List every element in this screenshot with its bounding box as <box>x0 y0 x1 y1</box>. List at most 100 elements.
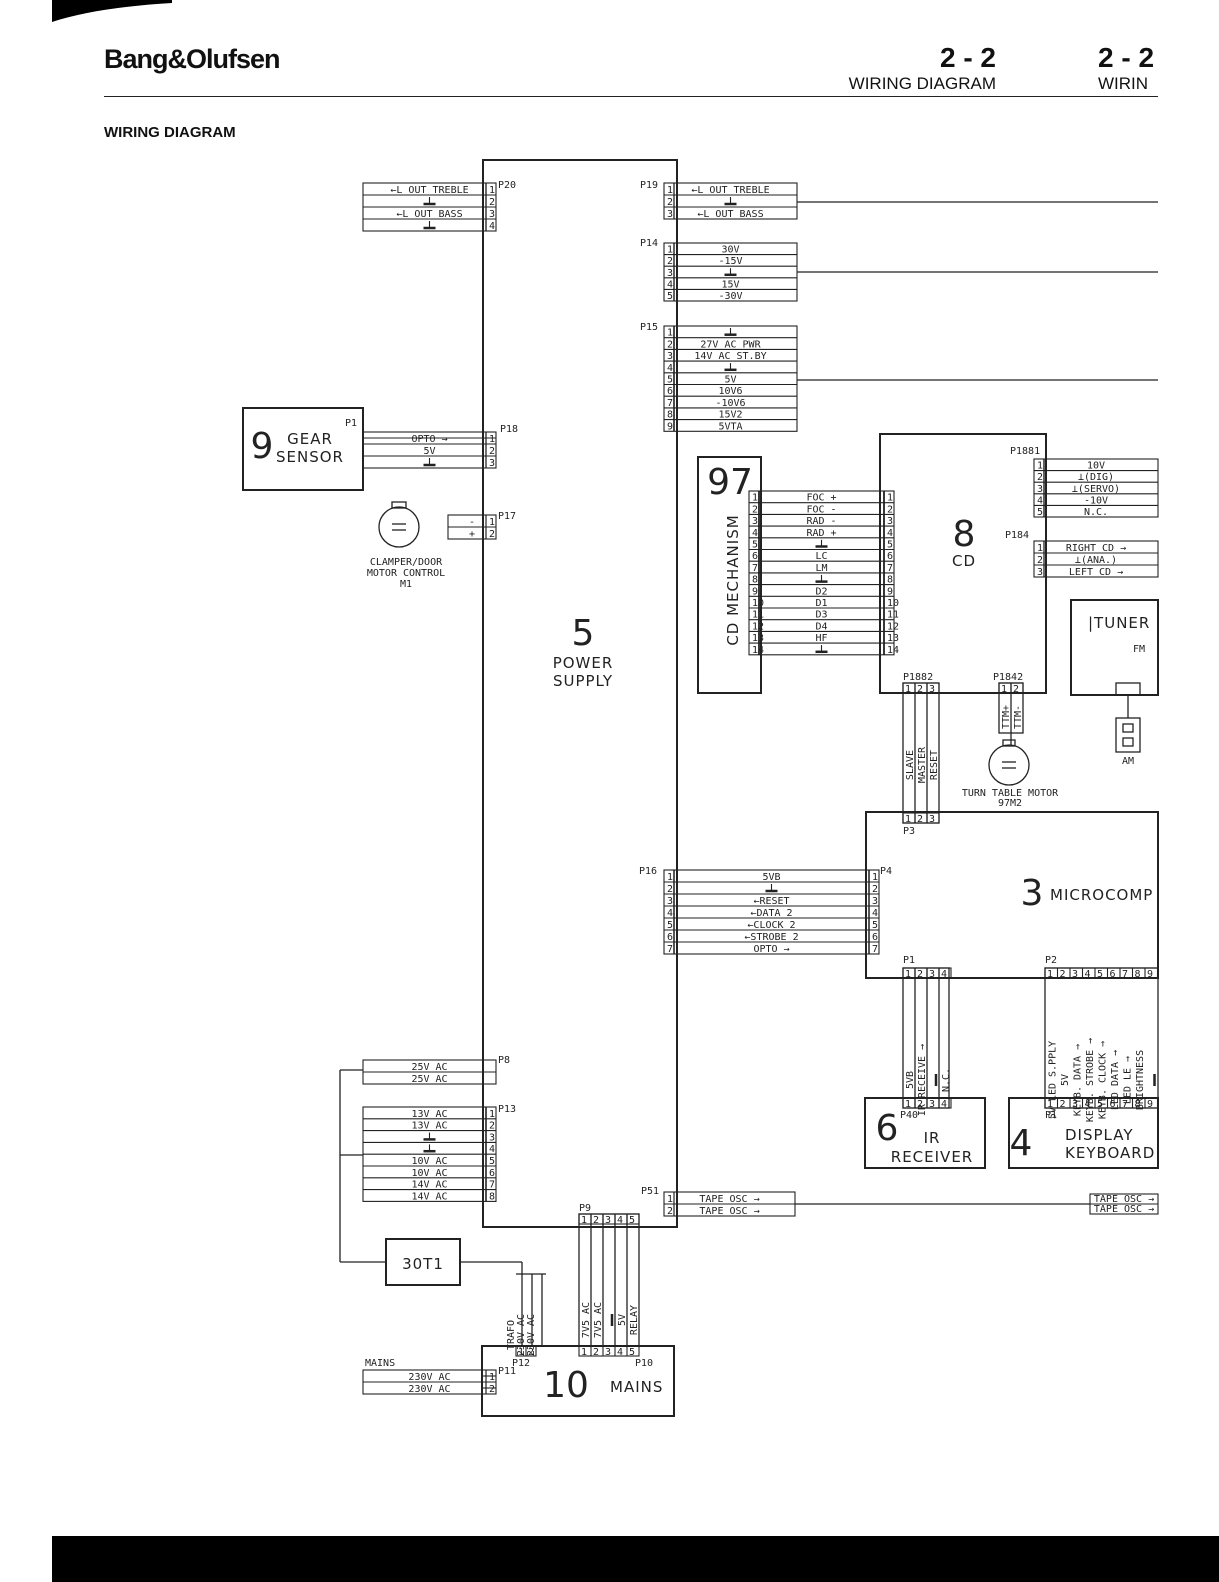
p2-pin-number: 9 <box>1147 969 1153 980</box>
brand-logo: Bang&Olufsen <box>104 44 281 74</box>
page-footer-bar <box>52 1536 1219 1582</box>
p13-pin-label: 10V AC <box>411 1156 447 1167</box>
wire-line <box>578 1213 640 1225</box>
display-plug-name: P1 <box>1045 1110 1057 1121</box>
p2-pin-number: 5 <box>1097 1099 1103 1110</box>
p3-connector-name: P3 <box>903 826 915 837</box>
p15-pin-label: 10V6 <box>718 386 742 397</box>
p15-pin-number: 6 <box>667 386 673 397</box>
p51r-pin-label: TAPE OSC → <box>1094 1194 1154 1205</box>
p18-pin-label: OPTO → <box>411 434 447 445</box>
cdmech-pin-number: 4 <box>752 528 758 539</box>
cdmech-pin-number: 5 <box>887 540 893 551</box>
p15-pin-label: 15V2 <box>718 410 742 421</box>
p16-pin-number: 7 <box>667 944 673 955</box>
p16-pin-label: OPTO → <box>753 944 789 955</box>
cdmech-pin-number: 2 <box>887 504 893 515</box>
p13-pin-number: 2 <box>489 1121 495 1132</box>
p1881-pin-label: N.C. <box>1084 507 1108 518</box>
p9-pin-label: 5V <box>617 1314 628 1326</box>
p1881-pin-number: 2 <box>1037 472 1043 483</box>
p2-pin-label: 5V <box>1060 1074 1071 1086</box>
cdmech-pin-label: D1 <box>815 598 827 609</box>
wire-line <box>1044 1097 1159 1109</box>
p8-pin-label: 25V AC <box>411 1062 447 1073</box>
p16-pin-label: ←DATA 2 <box>750 908 792 919</box>
wire-line <box>1044 967 1159 979</box>
p1ir-pin-label: N.C. <box>941 1068 952 1092</box>
p2-pin-number: 6 <box>1110 1099 1116 1110</box>
p184-pin-number: 2 <box>1037 555 1043 566</box>
microcomputer-name: MICROCOMP <box>1050 886 1153 904</box>
p14-connector <box>663 242 798 302</box>
cdmech-pin-number: 8 <box>887 575 893 586</box>
cdmech-pin-number: 8 <box>752 575 758 586</box>
p20-pin-number: 4 <box>489 221 495 232</box>
p9-pin-number: 5 <box>629 1347 635 1358</box>
p1ir-pin-number: 2 <box>917 969 923 980</box>
p16-pin-number: 4 <box>872 908 878 919</box>
p20-pin-label: ←L OUT BASS <box>396 209 462 220</box>
p1882-pin-label: MASTER <box>917 746 928 783</box>
p11-pin-number: 2 <box>489 1384 495 1395</box>
p14-pin-label: 30V <box>721 245 739 256</box>
cdmech-pin-number: 3 <box>752 516 758 527</box>
p1842-pin-label: TTM- <box>1013 705 1024 729</box>
p1882-pin-label: RESET <box>929 750 940 780</box>
p14-pin-number: 4 <box>667 279 673 290</box>
cdmech-pin-label: HF <box>815 633 827 644</box>
cdmech-pin-number: 14 <box>887 645 899 656</box>
p13-pin-number: 1 <box>489 1109 495 1120</box>
tuner-module <box>1070 599 1159 696</box>
p1881-pin-number: 1 <box>1037 461 1043 472</box>
page-title-right: WIRIN <box>1098 74 1149 93</box>
tuner-fm-label: FM <box>1133 644 1145 655</box>
p16-pin-number: 5 <box>667 920 673 931</box>
turntable-label: 97M2 <box>998 798 1022 809</box>
p16-pin-label: ←STROBE 2 <box>744 932 798 943</box>
p51-pin-number: 2 <box>667 1206 673 1217</box>
p13-pin-number: 6 <box>489 1168 495 1179</box>
p2-pin-number: 8 <box>1135 969 1141 980</box>
p51-connector-name: P51 <box>641 1186 659 1197</box>
p1ir-pin-label: IR RECEIVE → <box>917 1044 928 1116</box>
p1882-pin-label: SLAVE <box>905 750 916 780</box>
p184-pin-label: ⊥(ANA.) <box>1075 555 1117 566</box>
p2-pin-number: 1 <box>1047 1099 1053 1110</box>
p18-connector-name: P18 <box>500 424 518 435</box>
p2-pin-number: 7 <box>1122 1099 1128 1110</box>
p15-pin-label: 27V AC PWR <box>700 339 761 350</box>
p2-pin-label: KEYB. STROBE → <box>1085 1038 1096 1122</box>
cdmech-pin-number: 12 <box>887 621 899 632</box>
p12-pin-label: 230V AC <box>516 1314 527 1356</box>
header-rule <box>104 96 1158 97</box>
p14-pin-label: 15V <box>721 279 739 290</box>
p14-pin-label: -30V <box>718 291 742 302</box>
p18-pin-label: 5V <box>423 446 435 457</box>
microcomputer-module <box>865 811 1159 979</box>
p13-pin-label: 10V AC <box>411 1168 447 1179</box>
p1ir-pin-number: 4 <box>941 1099 947 1110</box>
p1881-pin-number: 4 <box>1037 495 1043 506</box>
p2-pin-number: 7 <box>1122 969 1128 980</box>
turntable-motor-icon <box>988 739 1030 786</box>
p51-pin-number: 1 <box>667 1194 673 1205</box>
mains-name: MAINS <box>610 1378 663 1396</box>
p51r-pin-label: TAPE OSC → <box>1094 1204 1154 1215</box>
trafo-label: TRAFO <box>506 1320 517 1350</box>
cdmech-pin-label: D4 <box>815 621 827 632</box>
p20-pin-number: 3 <box>489 209 495 220</box>
p1ir-pin-label: 5VB <box>905 1071 916 1089</box>
cdmech-pin-number: 1 <box>887 493 893 504</box>
cdmech-pin-number: 14 <box>752 645 764 656</box>
p1881-connector <box>1033 458 1159 518</box>
cd-mechanism-name: CD MECHANISM <box>724 514 742 645</box>
power-supply-name: POWER <box>553 654 614 672</box>
gear-sensor-name: SENSOR <box>276 448 344 466</box>
cdmech-pin-number: 4 <box>887 528 893 539</box>
p9-connector-name: P9 <box>579 1203 591 1214</box>
cdmech-pin-number: 7 <box>887 563 893 574</box>
p9-pin-label: RELAY <box>629 1305 640 1335</box>
p1881-pin-number: 5 <box>1037 507 1043 518</box>
p1882-pin-number: 2 <box>917 684 923 695</box>
